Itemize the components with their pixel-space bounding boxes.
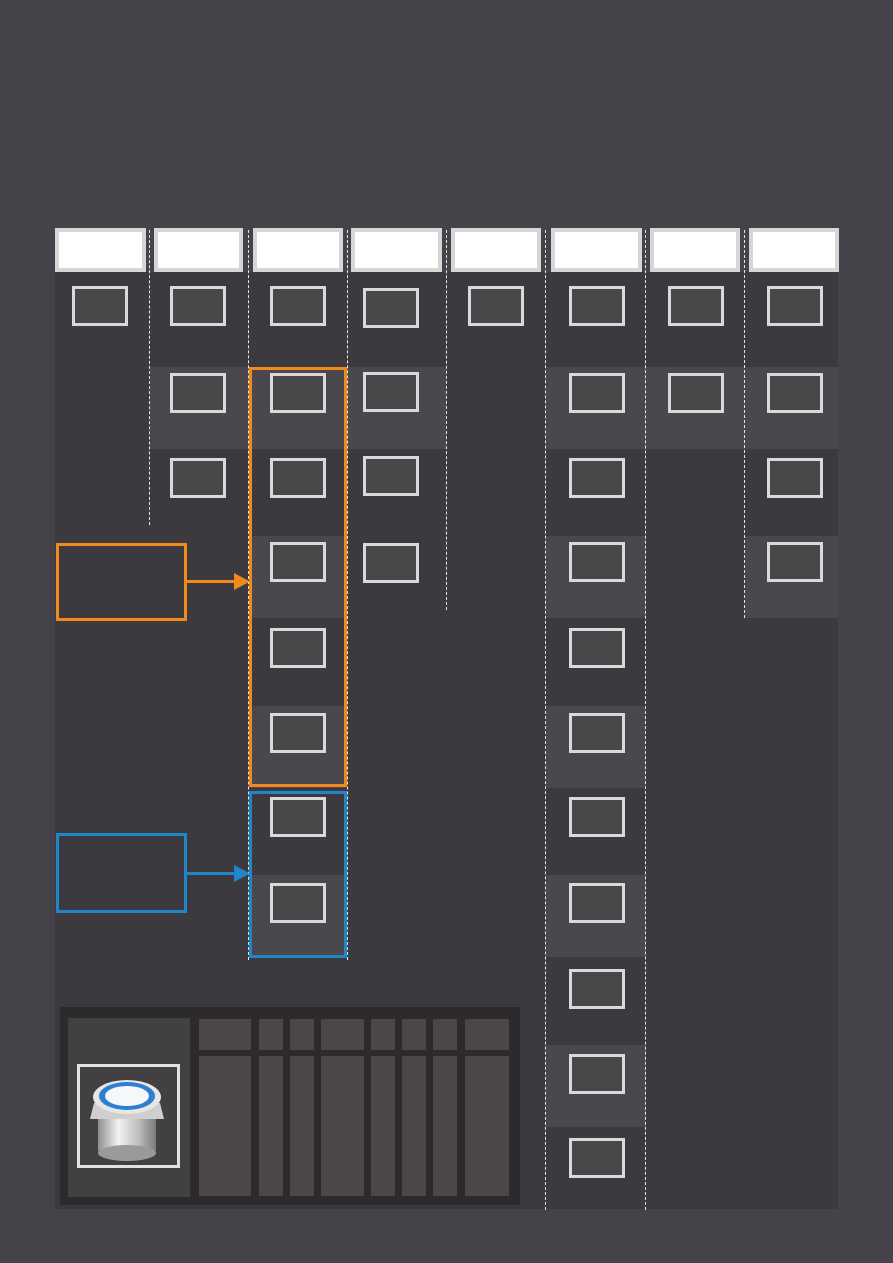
column-divider bbox=[347, 230, 348, 960]
column-header-7 bbox=[650, 228, 740, 272]
panel-header-cell bbox=[290, 1019, 314, 1050]
storage-slot[interactable] bbox=[767, 286, 823, 326]
storage-slot[interactable] bbox=[363, 456, 419, 496]
column-divider bbox=[149, 230, 150, 525]
storage-slot[interactable] bbox=[767, 373, 823, 413]
storage-slot[interactable] bbox=[363, 288, 419, 328]
storage-slot[interactable] bbox=[569, 797, 625, 837]
column-header-5 bbox=[451, 228, 541, 272]
panel-body-cell bbox=[290, 1056, 314, 1196]
storage-slot[interactable] bbox=[569, 969, 625, 1009]
storage-slot[interactable] bbox=[569, 373, 625, 413]
storage-slot[interactable] bbox=[270, 458, 326, 498]
storage-slot[interactable] bbox=[767, 458, 823, 498]
panel-header-cell bbox=[433, 1019, 457, 1050]
arrow-head-orange-icon bbox=[234, 573, 250, 590]
storage-slot[interactable] bbox=[270, 373, 326, 413]
storage-slot[interactable] bbox=[363, 543, 419, 583]
callout-box-blue bbox=[56, 833, 187, 913]
panel-header-cell bbox=[259, 1019, 283, 1050]
panel-body-cell bbox=[371, 1056, 395, 1196]
panel-header-cell bbox=[371, 1019, 395, 1050]
storage-slot[interactable] bbox=[468, 286, 524, 326]
storage-slot[interactable] bbox=[668, 373, 724, 413]
column-divider bbox=[446, 230, 447, 610]
panel-body-cell bbox=[433, 1056, 457, 1196]
product-image-box bbox=[77, 1064, 180, 1168]
column-divider bbox=[645, 230, 646, 1210]
storage-slot[interactable] bbox=[270, 628, 326, 668]
storage-slot[interactable] bbox=[668, 286, 724, 326]
panel-header-cell bbox=[321, 1019, 364, 1050]
storage-slot[interactable] bbox=[270, 797, 326, 837]
storage-slot[interactable] bbox=[569, 1054, 625, 1094]
column-header-2 bbox=[154, 228, 243, 272]
column-divider bbox=[248, 230, 249, 960]
storage-slot[interactable] bbox=[170, 458, 226, 498]
column-header-8 bbox=[749, 228, 839, 272]
column-header-3 bbox=[253, 228, 343, 272]
panel-body-cell bbox=[259, 1056, 283, 1196]
storage-slot[interactable] bbox=[270, 286, 326, 326]
column-header-6 bbox=[551, 228, 642, 272]
panel-body-cell bbox=[402, 1056, 426, 1196]
column-divider bbox=[545, 230, 546, 1210]
column-divider bbox=[744, 230, 745, 618]
storage-slot[interactable] bbox=[569, 1138, 625, 1178]
storage-slot[interactable] bbox=[767, 542, 823, 582]
callout-arrow-orange bbox=[187, 580, 239, 583]
storage-slot[interactable] bbox=[72, 286, 128, 326]
container-canister-icon bbox=[90, 1080, 164, 1161]
arrow-head-blue-icon bbox=[234, 865, 250, 882]
storage-slot[interactable] bbox=[569, 542, 625, 582]
column-header-4 bbox=[351, 228, 442, 272]
highlight-group-blue bbox=[249, 791, 347, 958]
highlight-group-orange bbox=[249, 367, 347, 787]
panel-header-cell bbox=[199, 1019, 251, 1050]
panel-header-cell bbox=[465, 1019, 509, 1050]
storage-slot[interactable] bbox=[270, 713, 326, 753]
panel-body-cell bbox=[321, 1056, 364, 1196]
storage-slot[interactable] bbox=[569, 458, 625, 498]
storage-slot[interactable] bbox=[363, 372, 419, 412]
storage-slot[interactable] bbox=[170, 286, 226, 326]
panel-body-cell bbox=[199, 1056, 251, 1196]
panel-body-cell bbox=[465, 1056, 509, 1196]
storage-slot[interactable] bbox=[569, 628, 625, 668]
storage-slot[interactable] bbox=[569, 286, 625, 326]
storage-slot[interactable] bbox=[270, 883, 326, 923]
callout-box-orange bbox=[56, 543, 187, 621]
panel-header-cell bbox=[402, 1019, 426, 1050]
column-header-1 bbox=[55, 228, 146, 272]
storage-slot[interactable] bbox=[569, 883, 625, 923]
storage-slot[interactable] bbox=[569, 713, 625, 753]
storage-slot[interactable] bbox=[170, 373, 226, 413]
storage-slot[interactable] bbox=[270, 542, 326, 582]
callout-arrow-blue bbox=[187, 872, 239, 875]
